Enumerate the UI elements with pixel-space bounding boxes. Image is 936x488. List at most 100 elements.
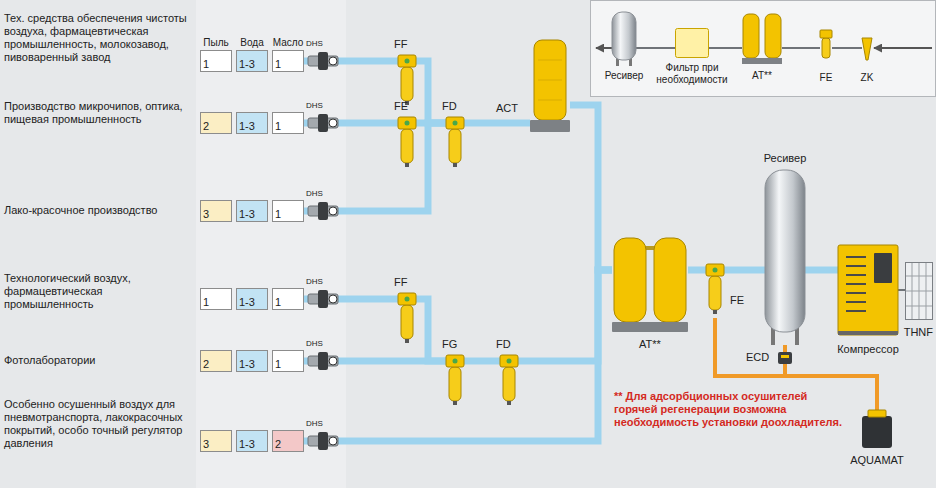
- drawing-part: [838, 245, 898, 335]
- class-box: 1-3: [236, 430, 268, 452]
- drawing-part: [820, 30, 832, 38]
- class-number: 1-3: [239, 438, 255, 451]
- drawing-part: [906, 263, 933, 320]
- flow-line: [636, 47, 675, 49]
- component-label: DHS: [306, 39, 323, 49]
- component-label: Ресивер: [764, 152, 807, 165]
- intake-filter-shape: [905, 262, 933, 320]
- class-box: 3: [200, 430, 232, 452]
- component-label: THNF: [904, 326, 933, 339]
- pressure-regulator: DHS: [308, 201, 338, 221]
- drawing-part: [846, 256, 866, 258]
- class-box: 1-3: [236, 200, 268, 222]
- application-label: Производство микрочипов, оптика, пищевая…: [4, 100, 192, 126]
- component-label: FE: [394, 100, 408, 113]
- drawing-part: [398, 293, 416, 305]
- class-box: 2: [200, 350, 232, 372]
- class-number: 1-3: [239, 58, 255, 71]
- drawing-part: [503, 367, 515, 401]
- class-number: 1-3: [239, 120, 255, 133]
- component-label: FE: [730, 294, 744, 307]
- filter: FG: [446, 355, 464, 367]
- drawing-part: [318, 202, 328, 220]
- filter: FD: [500, 355, 518, 367]
- class-box: 3: [200, 200, 232, 222]
- drawing-part: [706, 264, 724, 276]
- drawing-part: [795, 328, 799, 345]
- filter-shape: [706, 264, 724, 276]
- drawing-part: [778, 352, 792, 364]
- application-label: Особенно осушенный воздух для пневмотран…: [4, 398, 192, 450]
- component-label: AT**: [639, 338, 661, 351]
- adsorption-dryer: AT**: [612, 238, 688, 332]
- pressure-regulator-shape: [308, 201, 338, 221]
- class-number: 1: [275, 208, 281, 221]
- filter-shape: [398, 293, 416, 305]
- air-pipe: [724, 267, 765, 274]
- air-pipe: [464, 120, 530, 127]
- condensate-line: [785, 364, 877, 410]
- component-label: Фильтр при необходимости: [652, 62, 732, 86]
- component-label: FF: [394, 38, 407, 51]
- air-pipe: [688, 267, 706, 274]
- filter-shape: [446, 117, 464, 129]
- drawing-part: [318, 290, 328, 308]
- filter-shape: [820, 30, 832, 60]
- drawing-part: [846, 310, 866, 312]
- drawing-part: [237, 431, 268, 452]
- component-label: AQUAMAT: [850, 454, 904, 467]
- filter: FE: [706, 264, 724, 276]
- air-pipe: [338, 58, 398, 65]
- carbon-adsorber: ACT: [530, 40, 570, 132]
- drawing-part: [781, 355, 789, 358]
- light-band: [196, 0, 346, 488]
- flow-arrow: [596, 47, 612, 49]
- adsorption-dryer-shape: [742, 14, 782, 64]
- pressure-regulator: DHS: [308, 431, 338, 451]
- drawing-part: [453, 401, 457, 405]
- drawing-part: [612, 12, 636, 60]
- class-box: 1-3: [236, 112, 268, 134]
- air-pipe: [304, 58, 308, 65]
- drawing-part: [538, 60, 562, 61]
- drawing-part: [273, 51, 304, 72]
- drawing-part: [676, 29, 709, 58]
- application-label: Фотолаборатории: [4, 354, 192, 367]
- class-number: 1: [275, 58, 281, 71]
- drawing-part: [846, 292, 866, 294]
- class-box: 1-3: [236, 350, 268, 372]
- air-pipe: [338, 120, 398, 127]
- drawing-part: [318, 52, 328, 70]
- drawing-part: [822, 38, 830, 58]
- drawing-part: [765, 170, 805, 332]
- component-label: AT**: [752, 70, 772, 82]
- class-box: 1: [272, 288, 304, 310]
- air-pipe: [805, 267, 838, 274]
- drawing-part: [449, 367, 461, 401]
- pressure-regulator-shape: [308, 431, 338, 451]
- component-label: FG: [442, 338, 457, 351]
- drawing-part: [507, 401, 511, 405]
- application-label: Технологический воздух, фармацевтическая…: [4, 272, 192, 311]
- class-number: 1-3: [239, 358, 255, 371]
- column-header: Масло: [266, 36, 310, 49]
- drawing-part: [318, 114, 328, 132]
- class-number: 1: [275, 296, 281, 309]
- drawing-part: [538, 100, 562, 101]
- intake-filter: THNF: [905, 262, 933, 320]
- filter-shape: [500, 355, 518, 367]
- class-box: 1: [272, 50, 304, 72]
- drawing-part: [405, 59, 410, 64]
- air-receiver: Ресивер: [612, 12, 636, 66]
- component-label: FF: [394, 276, 407, 289]
- class-box: 1: [200, 50, 232, 72]
- drawing-part: [874, 253, 892, 283]
- air-pipe: [304, 208, 308, 215]
- air-pipe: [464, 358, 500, 365]
- drawing-part: [453, 121, 458, 126]
- drawing-part: [201, 113, 232, 134]
- drawing-part: [846, 274, 866, 276]
- drawing-part: [329, 295, 337, 303]
- filter: FD: [446, 117, 464, 129]
